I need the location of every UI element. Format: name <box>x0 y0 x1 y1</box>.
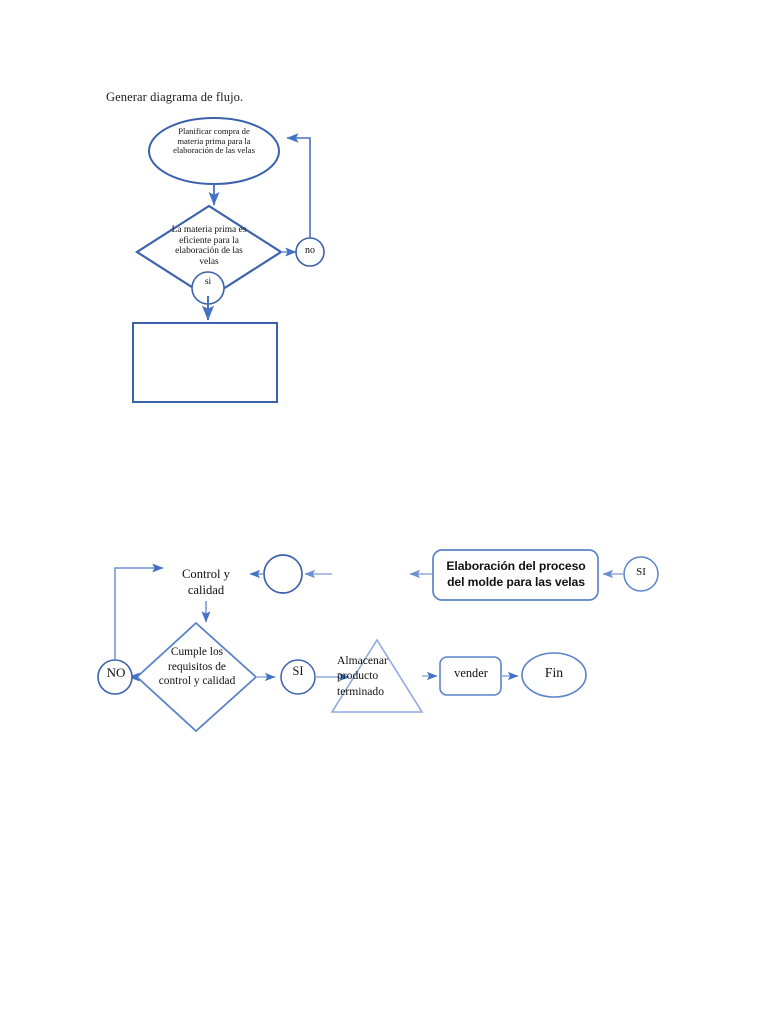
node-proceso-molde-rect <box>432 549 599 601</box>
node-si2-circle <box>280 659 316 695</box>
node-fin-ellipse <box>521 652 587 698</box>
node-si3-circle <box>623 556 659 592</box>
node-almacenar-triangle <box>330 638 424 713</box>
edge-no2-to-control <box>114 563 164 660</box>
node-decision2-diamond <box>135 621 258 733</box>
node-no1-circle <box>295 237 325 267</box>
node-vender-rect <box>439 656 502 696</box>
page-title: Generar diagrama de flujo. <box>106 90 244 104</box>
edge-no1-to-start <box>286 133 311 238</box>
node-no2-circle <box>97 659 133 695</box>
node-start-ellipse <box>148 117 280 185</box>
node-circle-empty <box>263 554 303 594</box>
node-process-empty-rectangle <box>132 322 278 403</box>
